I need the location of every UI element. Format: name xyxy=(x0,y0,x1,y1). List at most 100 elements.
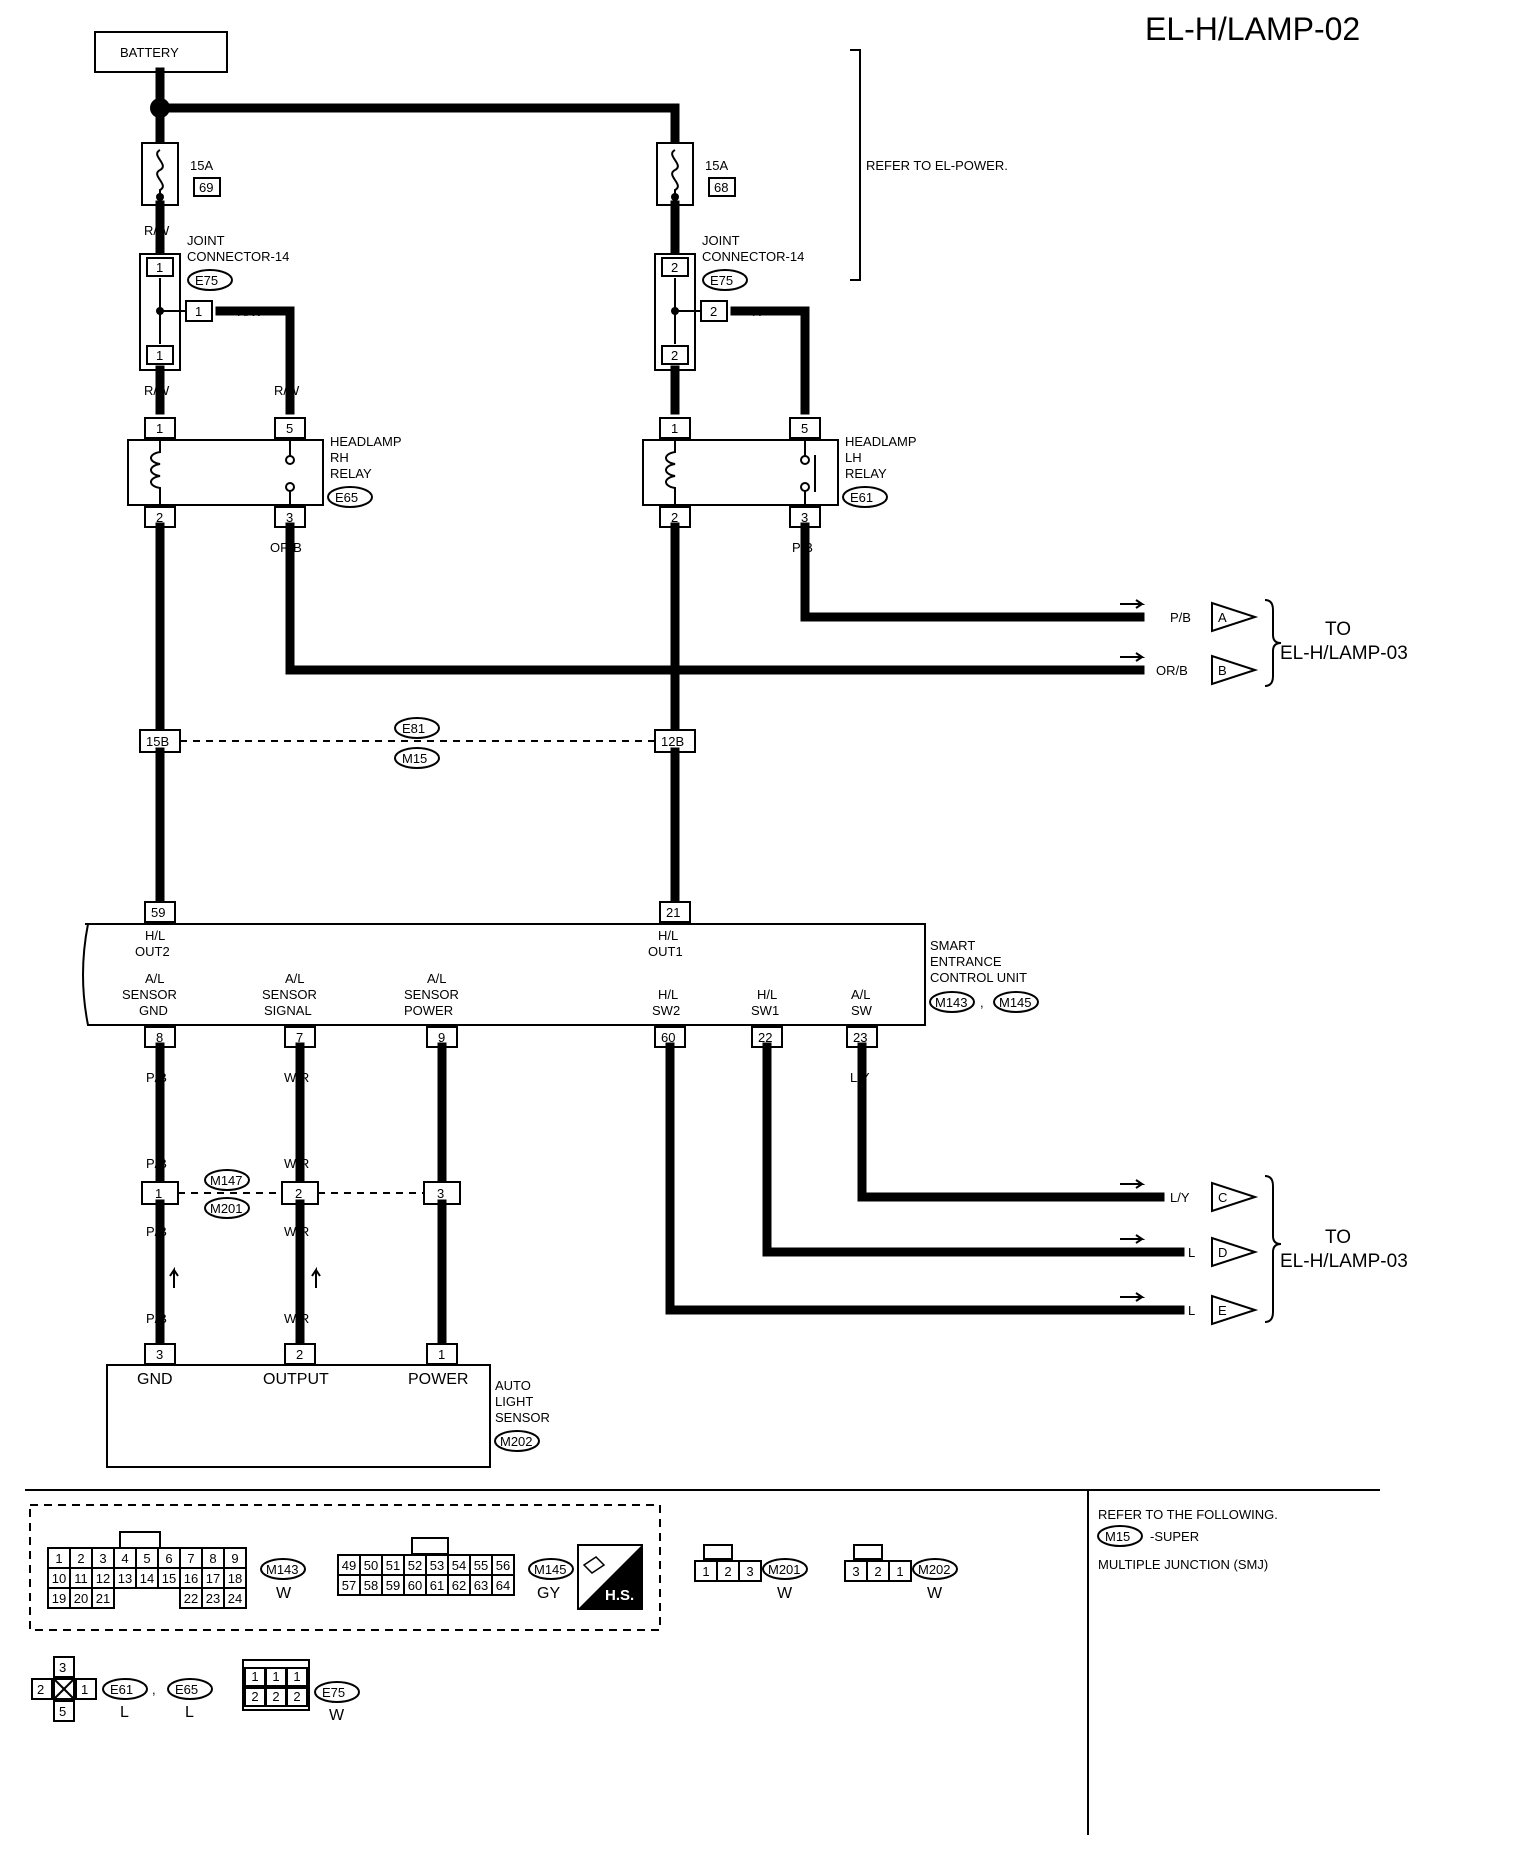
m143-pin-num: 24 xyxy=(228,1591,242,1606)
rh-relay-coil-icon xyxy=(150,440,161,505)
wire-l-sw1 xyxy=(762,1042,1185,1257)
fuse-69-num-box xyxy=(193,177,221,197)
joint-lh-pin-side xyxy=(700,300,728,322)
joint-label-2-lh: CONNECTOR-14 xyxy=(702,249,804,264)
wire-label-l-3: L xyxy=(1188,1245,1195,1260)
wire-joint-rh-relay5 xyxy=(215,306,295,415)
scu-al-signal-1: A/L xyxy=(285,971,305,986)
fuse-68-num-box xyxy=(708,177,736,197)
fuse-69-element xyxy=(156,149,164,198)
m143-pin-num: 21 xyxy=(96,1591,110,1606)
joint-lh-dot xyxy=(671,307,679,315)
m145-pin-num: 51 xyxy=(386,1558,400,1573)
scu-hl-out1-1: H/L xyxy=(658,928,678,943)
m143-pin-num: 10 xyxy=(52,1571,66,1586)
refer-note-conn: M15 xyxy=(1105,1529,1130,1544)
sensor-pin-2 xyxy=(284,1343,316,1365)
wire-label-r-8: R xyxy=(437,1311,446,1326)
fuse-68-num: 68 xyxy=(714,180,728,195)
m143-pin-num: 16 xyxy=(184,1571,198,1586)
wire-label-orb-2: OR/B xyxy=(1156,663,1188,678)
inline-pin-1-num: 1 xyxy=(155,1186,162,1201)
refer-power-label: REFER TO EL-POWER. xyxy=(866,158,1008,173)
m143-pin-num: 14 xyxy=(140,1571,154,1586)
joint-lh-pin-top xyxy=(661,257,689,277)
rh-relay-pin5 xyxy=(274,417,306,439)
scu-al-gnd-2: SENSOR xyxy=(122,987,177,1002)
relay-conn-e65-tag xyxy=(167,1678,213,1700)
m143-pin-num: 20 xyxy=(74,1591,88,1606)
to-ab-1: TO xyxy=(1325,619,1351,640)
e75-pin-bottom xyxy=(286,1687,308,1707)
lh-relay-conn-tag xyxy=(842,486,888,508)
lh-relay-pin1 xyxy=(659,417,691,439)
wire-label-rw-3: R/W xyxy=(144,383,170,398)
wire-label-wr-4: W/R xyxy=(284,1311,309,1326)
wire-label-ly-1: L/Y xyxy=(850,1070,870,1085)
e75-pin-top-num: 1 xyxy=(293,1669,300,1684)
e75-pin-bottom-num: 2 xyxy=(293,1689,300,1704)
rh-relay-pin1 xyxy=(144,417,176,439)
lh-relay-coil-icon xyxy=(665,440,676,505)
battery-box xyxy=(94,31,228,73)
arrow-c xyxy=(1211,1181,1259,1213)
m143-pin-num: 3 xyxy=(99,1551,106,1566)
scu-name-2: ENTRANCE xyxy=(930,954,1002,969)
m143-pin-num: 18 xyxy=(228,1571,242,1586)
relay-conn-pin3: 3 xyxy=(59,1660,66,1675)
e75-pin-top-num: 1 xyxy=(272,1669,279,1684)
m145-pin xyxy=(491,1574,515,1596)
wire-label-r-7: R xyxy=(437,1224,446,1239)
m145-id: M145 xyxy=(534,1562,567,1577)
wire-label-p-1: P xyxy=(155,540,164,555)
m145-pin-num: 62 xyxy=(452,1578,466,1593)
scu-conn2: M145 xyxy=(999,995,1032,1010)
m145-pin-num: 50 xyxy=(364,1558,378,1573)
wire-l-sw2 xyxy=(665,1042,1185,1315)
rh-relay-pin2-num: 2 xyxy=(156,510,163,525)
wire-label-rw-1: R/W xyxy=(144,223,170,238)
arrow-b xyxy=(1211,654,1259,686)
smj-pin-15b-num: 15B xyxy=(146,734,169,749)
scu-al-sw-2: SW xyxy=(851,1003,873,1018)
sensor-conn-tag xyxy=(494,1430,540,1452)
m201-pin-num: 2 xyxy=(724,1564,731,1579)
fuse-68-amp: 15A xyxy=(705,158,728,173)
joint-lh-pin-top-num: 2 xyxy=(671,260,678,275)
wire-label-ly-2: L/Y xyxy=(1170,1190,1190,1205)
relay-conn-pin5: 5 xyxy=(59,1704,66,1719)
lh-relay-pin2-num: 2 xyxy=(671,510,678,525)
wire-label-l-2: L xyxy=(762,1070,769,1085)
smart-entrance-control-unit xyxy=(82,923,926,1026)
m202-pin-num: 2 xyxy=(874,1564,881,1579)
signal-arrow-1 xyxy=(169,1266,179,1288)
joint-rh-pin-bot-num: 1 xyxy=(156,348,163,363)
e75-pin-bottom-num: 2 xyxy=(251,1689,258,1704)
flow-arrow-e xyxy=(1120,1292,1146,1302)
scu-hl-out1-2: OUT1 xyxy=(648,944,683,959)
wire-label-r-4: R xyxy=(800,383,809,398)
m143-pin-num: 13 xyxy=(118,1571,132,1586)
m143-color: W xyxy=(276,1585,292,1602)
wire-label-pb-6: P/B xyxy=(146,1311,167,1326)
wire-label-pb-2: P/B xyxy=(1170,610,1191,625)
wire-label-pb-3: P/B xyxy=(146,1070,167,1085)
m145-pin-num: 59 xyxy=(386,1578,400,1593)
wire-label-p-7: P xyxy=(155,866,164,881)
sensor-pin-2-num: 2 xyxy=(296,1347,303,1362)
smj-pin-12b-num: 12B xyxy=(661,734,684,749)
scu-conn1-tag xyxy=(929,991,975,1013)
wire-label-wr-2: W/R xyxy=(284,1156,309,1171)
flow-arrow-c xyxy=(1120,1179,1146,1189)
scu-pin-7-num: 7 xyxy=(296,1030,303,1045)
lh-relay-contact-b xyxy=(800,482,810,492)
rh-relay-pin1-num: 1 xyxy=(156,421,163,436)
wire-label-rw-2: R/W xyxy=(237,304,263,319)
wire-label-pb-5: P/B xyxy=(146,1224,167,1239)
relay-conn-e65: E65 xyxy=(175,1682,198,1697)
m201-pin-num: 3 xyxy=(746,1564,753,1579)
joint-rh-pin-bot xyxy=(146,345,174,365)
m143-pin-num: 8 xyxy=(209,1551,216,1566)
battery-label: BATTERY xyxy=(120,45,179,60)
